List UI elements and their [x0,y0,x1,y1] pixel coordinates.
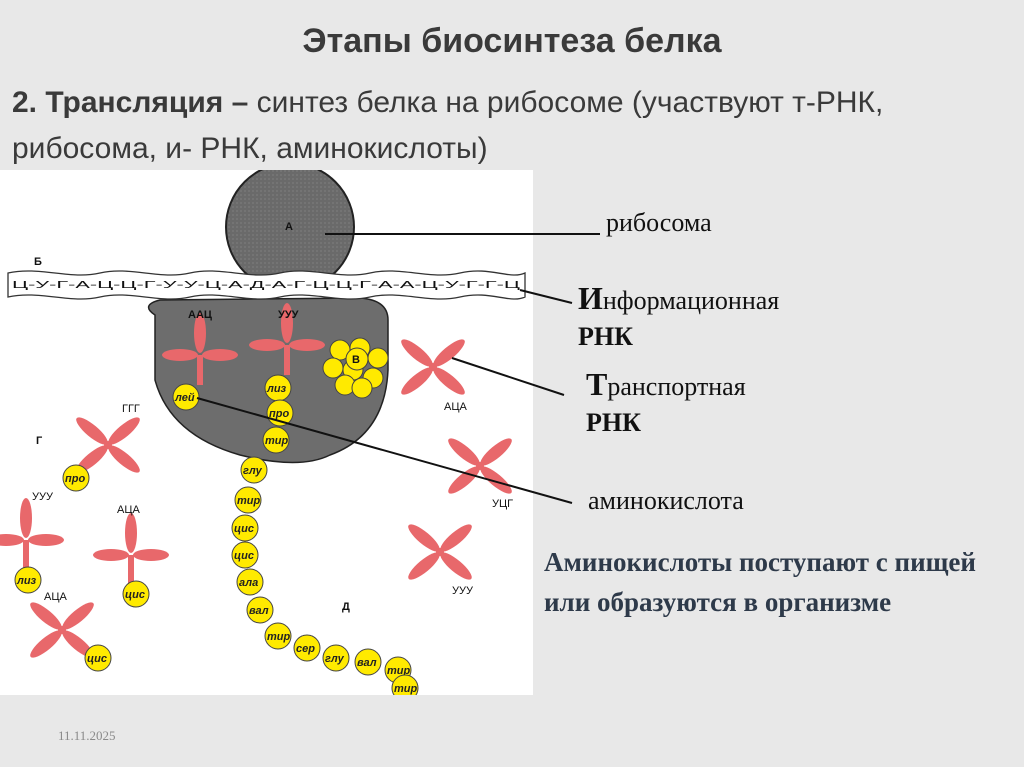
aa-cis-low: цис [87,653,107,665]
codon-ribo-left: ААЦ [188,309,212,321]
chain-bead-label: тир [394,683,418,695]
chain-bead [246,596,274,624]
note-amino-acids: Аминокислоты поступают с пищей или образ… [544,547,976,617]
amino-cluster-v [322,337,389,399]
aa-lei: лей [174,392,195,404]
chain-bead [391,674,419,695]
codon-aca-low: АЦА [44,591,67,603]
chain-bead-label: вал [249,605,269,617]
letter-g: Г [36,435,43,447]
codon-uuu-right: УУУ [452,585,474,597]
codon-ucg: УЦГ [492,498,513,510]
label-trna-rest: ранспортная [607,372,746,401]
chain-bead-label: глу [243,465,263,477]
chain-bead-label: сер [296,643,315,655]
trna-free-right-3 [404,520,476,584]
chain-bead [322,644,350,672]
slide-date: 11.11.2025 [58,728,116,743]
label-trna: Транспортная [586,366,746,403]
label-mrna-line2: РНК [578,322,633,351]
letter-a: А [285,221,293,233]
label-mrna-initial: И [578,280,603,316]
letter-v: В [352,354,360,366]
label-trna-line2: РНК [586,408,641,437]
subtitle-bold: 2. Трансляция – [12,86,249,119]
chain-bead-label: цис [234,550,254,562]
chain-bead-label: лиз [266,383,287,395]
aa-liz-free: лиз [16,575,37,587]
chain-bead [293,634,321,662]
chain-bead-label: цис [234,523,254,535]
chain-bead-label: ала [239,577,258,589]
codon-aca-right: АЦА [444,401,467,413]
aa-cis-free: цис [125,589,145,601]
codon-ggg: ГГГ [122,403,140,415]
chain-bead-label: тир [237,495,261,507]
subtitle: 2. Трансляция – синтез белка на рибосоме… [12,80,1002,172]
trna-aca-mid [93,513,169,585]
chain-bead [236,568,264,596]
page-title: Этапы биосинтеза белка [302,22,722,60]
chain-bead-label: глу [325,653,345,665]
codon-ribo-right: УУУ [278,309,299,321]
chain-bead [264,622,292,650]
chain-bead-label: тир [387,665,411,677]
label-trna-initial: Т [586,366,608,402]
translation-diagram: А Ц-У-Г-А-Ц-Ц-Г-У-У-Ц-А-Д-А-Г-Ц-Ц-Г-А-А-… [0,170,526,695]
chain-bead [354,648,382,676]
mrna-sequence: Ц-У-Г-А-Ц-Ц-Г-У-У-Ц-А-Д-А-Г-Ц-Ц-Г-А-А-Ц-… [12,280,521,291]
codon-uuu-left: УУУ [32,491,54,503]
aa-pro-free: про [65,473,85,485]
label-mrna-rest: нформационная [602,286,780,315]
label-mrna: Информационная [578,280,779,317]
trna-free-right-1 [397,335,469,399]
trna-uuu-left [0,498,64,570]
letter-b: Б [34,256,42,268]
chain-bead-label: про [269,408,289,420]
chain-bead-label: вал [357,657,377,669]
codon-aca-mid: АЦА [117,504,140,516]
trna-free-right-2 [444,434,516,498]
chain-bead [231,514,259,542]
letter-d: Д [342,601,350,613]
chain-bead-label: тир [265,435,289,447]
chain-bead-label: тир [267,631,291,643]
label-ribosome: рибосома [606,208,712,237]
label-amino-acid: аминокислота [588,486,744,515]
chain-bead [231,541,259,569]
subtitle-rest: синтез белка на рибосоме (участвуют т-РН… [12,86,884,165]
